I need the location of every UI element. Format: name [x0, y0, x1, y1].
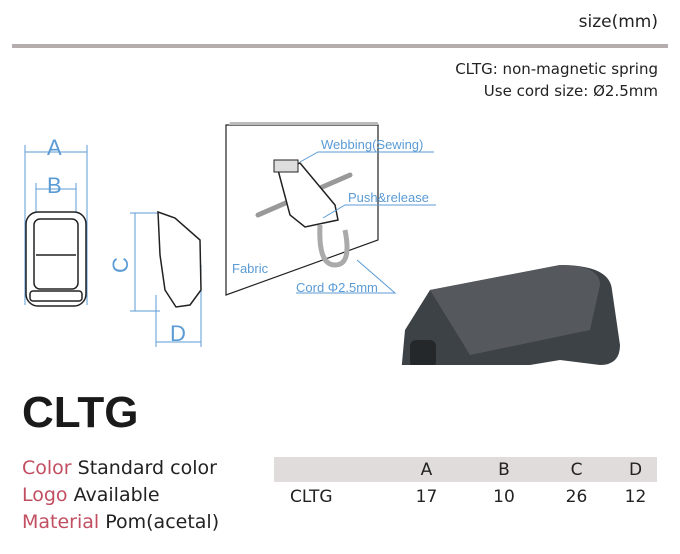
front-view-part	[25, 211, 87, 307]
spec-key: Logo	[22, 484, 68, 506]
dim-label-a: A	[47, 135, 62, 160]
product-photo	[401, 265, 620, 365]
table-header: A	[384, 457, 469, 482]
dim-label-d: D	[170, 321, 186, 346]
size-unit: size(mm)	[578, 12, 658, 32]
front-view-drawing	[24, 145, 88, 305]
spec-value: Pom(acetal)	[105, 511, 220, 533]
product-diagram: A B C D Webbing(Sewing) Push&release Fab…	[24, 122, 620, 365]
dimension-table: A B C D CLTG 17 10 26 12	[274, 457, 657, 512]
cord-loop	[317, 224, 350, 268]
callout-fabric: Fabric	[232, 261, 269, 276]
side-view-part	[157, 210, 202, 308]
spec-value: Available	[73, 484, 160, 506]
spec-value: Standard color	[77, 457, 217, 479]
table-cell: 10	[493, 487, 515, 507]
table-header: C	[539, 457, 614, 482]
cord-lock-part	[277, 162, 339, 228]
table-header: D	[614, 457, 657, 482]
side-view-dimensions	[130, 212, 202, 347]
callout-webbing: Webbing(Sewing)	[321, 137, 423, 152]
note-cord-size: Use cord size: Ø2.5mm	[483, 82, 658, 100]
spec-color: Color Standard color	[22, 457, 217, 479]
webbing	[273, 159, 299, 173]
table-cell: 17	[415, 487, 438, 507]
spec-logo: Logo Available	[22, 484, 160, 506]
product-title: CLTG	[22, 388, 139, 437]
table-header-row: A B C D	[274, 457, 657, 482]
table-cell: CLTG	[290, 487, 333, 507]
note-spring: CLTG: non-magnetic spring	[455, 60, 658, 78]
spec-key: Material	[22, 511, 100, 533]
table-cell: 26	[565, 487, 588, 507]
table-cell: 12	[624, 487, 647, 507]
spec-key: Color	[22, 457, 72, 479]
table-header	[274, 457, 384, 482]
spec-material: Material Pom(acetal)	[22, 511, 219, 533]
dim-label-c: C	[108, 257, 133, 273]
callout-push-release: Push&release	[348, 190, 429, 205]
callout-cord: Cord Φ2.5mm	[296, 280, 378, 295]
table-header: B	[469, 457, 539, 482]
header-divider	[12, 44, 668, 48]
table-row: CLTG 17 10 26 12	[274, 482, 657, 512]
dim-label-b: B	[47, 173, 62, 198]
